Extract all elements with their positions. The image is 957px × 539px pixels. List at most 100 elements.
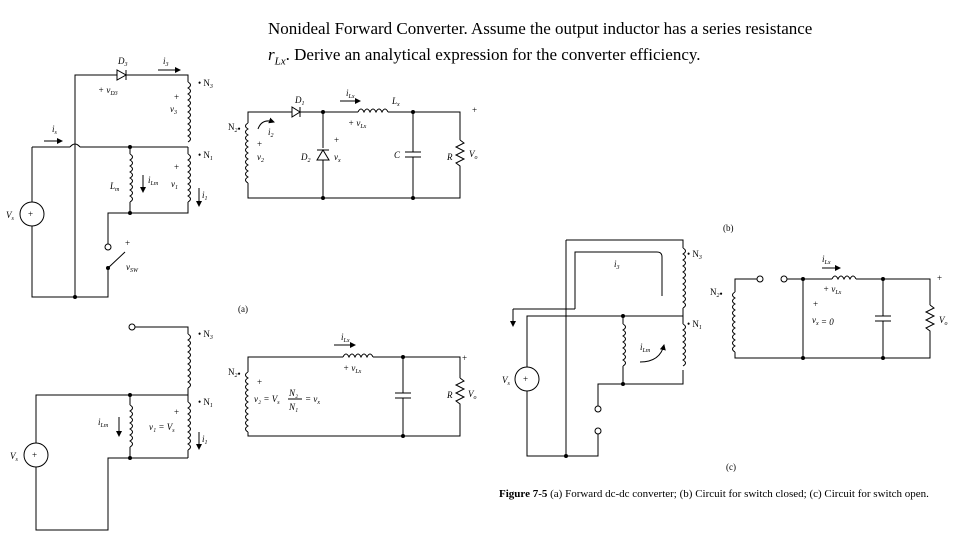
capacitor-c-c — [395, 357, 411, 436]
winding-n1-a — [187, 153, 191, 203]
svg-text:v₁ = Vs: v₁ = Vs — [149, 422, 175, 434]
svg-text:iLx: iLx — [341, 332, 350, 344]
figure-caption: Figure 7-5 (a) Forward dc-dc converter; … — [499, 487, 954, 501]
svg-text:N₁: N₁ — [288, 402, 298, 412]
svg-text:Vs: Vs — [10, 451, 19, 463]
svg-text:i3: i3 — [614, 259, 620, 271]
i3-current-path — [574, 251, 663, 309]
svg-text:iLx: iLx — [822, 254, 831, 266]
svg-text:+: + — [334, 135, 339, 145]
resistance-symbol: rLx — [268, 45, 286, 68]
n3-label-a: • N3 — [198, 78, 213, 90]
inductor-lm-c — [622, 323, 626, 367]
svg-text:+ vLx: + vLx — [343, 363, 362, 375]
svg-text:iLm: iLm — [98, 417, 109, 429]
winding-n2-b — [245, 371, 249, 433]
svg-text:D2: D2 — [300, 152, 311, 164]
vd3-label: + vD3 — [98, 85, 118, 97]
svg-text:vSW: vSW — [126, 262, 139, 274]
svg-text:vx: vx — [334, 152, 341, 164]
svg-text:N2•: N2• — [710, 287, 723, 299]
svg-text:+: + — [28, 209, 33, 219]
svg-text:+: + — [523, 374, 528, 384]
resistor-r-b — [454, 139, 466, 177]
svg-text:Vo: Vo — [939, 315, 948, 327]
problem-line-2: . Derive an analytical expression for th… — [285, 45, 701, 64]
problem-statement: Nonideal Forward Converter. Assume the o… — [268, 16, 908, 74]
n1-label-a: • N1 — [198, 150, 213, 162]
svg-text:v3: v3 — [170, 104, 177, 116]
svg-text:N₂: N₂ — [288, 388, 298, 398]
i3-label-a: i3 — [163, 56, 169, 68]
resistor-r-c — [454, 377, 466, 410]
svg-text:+: + — [472, 105, 477, 115]
svg-text:• N3: • N3 — [198, 329, 213, 341]
svg-text:R: R — [446, 152, 453, 162]
vs-label-a: Vs — [6, 210, 15, 222]
panel-c-switch-open: + Vs i3 • N3 • N1 — [502, 239, 948, 472]
diode-d3 — [116, 69, 128, 81]
svg-text:+ vLx: + vLx — [823, 284, 842, 296]
svg-text:+: + — [257, 377, 262, 387]
svg-text:v₂ = Vs: v₂ = Vs — [254, 394, 280, 406]
svg-text:v1: v1 — [171, 179, 178, 191]
svg-text:iLm: iLm — [640, 342, 651, 354]
svg-text:• N3: • N3 — [687, 249, 702, 261]
svg-text:+: + — [32, 450, 37, 460]
svg-text:C: C — [394, 150, 401, 160]
svg-text:i1: i1 — [202, 434, 208, 446]
winding-n3-b — [187, 333, 191, 389]
svg-text:+: + — [257, 139, 262, 149]
capacitor-c-b — [405, 112, 421, 198]
switch-a — [107, 251, 126, 269]
is-label: is — [52, 124, 58, 136]
winding-n1-b — [187, 401, 191, 451]
diode-d1 — [291, 106, 301, 118]
winding-n1-c — [682, 323, 686, 367]
svg-text:• N1: • N1 — [198, 397, 213, 409]
svg-text:D1: D1 — [294, 95, 305, 107]
panel-a-forward-converter: + Vs is D3 + vD3 i3 • N3 v3 + — [6, 56, 734, 314]
svg-text:vx = 0: vx = 0 — [812, 315, 834, 327]
svg-text:Lx: Lx — [391, 96, 400, 108]
svg-text:v2: v2 — [257, 152, 264, 164]
svg-text:R: R — [446, 390, 453, 400]
d3-label: D3 — [117, 56, 128, 68]
capacitor-c-d — [875, 279, 891, 358]
svg-text:+: + — [174, 92, 179, 102]
panel-b-label: (b) — [723, 223, 734, 233]
figure-caption-text: (a) Forward dc-dc converter; (b) Circuit… — [550, 488, 929, 500]
panel-b-switch-closed: • N3 + Vs iLm • N1 + v₁ = Vs i1 — [10, 323, 477, 531]
svg-text:Vs: Vs — [502, 375, 511, 387]
svg-text:iLx: iLx — [346, 88, 355, 100]
winding-n2-c — [732, 291, 736, 353]
inductor-lm-b — [129, 404, 133, 448]
panel-c-label: (c) — [726, 462, 736, 472]
svg-text:+: + — [125, 238, 130, 248]
figure-number: Figure 7-5 — [499, 488, 548, 500]
svg-text:+: + — [462, 353, 467, 363]
svg-text:+: + — [937, 273, 942, 283]
svg-text:Vo: Vo — [468, 389, 477, 401]
svg-text:iLm: iLm — [148, 175, 159, 187]
problem-line-1: Nonideal Forward Converter. Assume the o… — [268, 19, 813, 38]
svg-text:• N1: • N1 — [687, 319, 702, 331]
inductor-lm-a — [129, 153, 133, 203]
winding-n3-a — [187, 81, 191, 143]
svg-text:+ vLx: + vLx — [348, 118, 367, 130]
svg-text:Lm: Lm — [109, 181, 120, 193]
svg-text:+: + — [174, 407, 179, 417]
svg-text:i2: i2 — [268, 127, 274, 139]
inductor-lx-b — [357, 108, 389, 114]
svg-text:i1: i1 — [202, 190, 208, 202]
resistor-r-d — [924, 304, 936, 335]
svg-text:N2•: N2• — [228, 122, 241, 134]
diode-d2 — [316, 149, 330, 161]
svg-text:+: + — [813, 299, 818, 309]
winding-n3-c — [682, 247, 686, 309]
svg-text:= vx: = vx — [305, 394, 320, 406]
panel-a-label: (a) — [238, 304, 248, 314]
svg-text:N2•: N2• — [228, 367, 241, 379]
